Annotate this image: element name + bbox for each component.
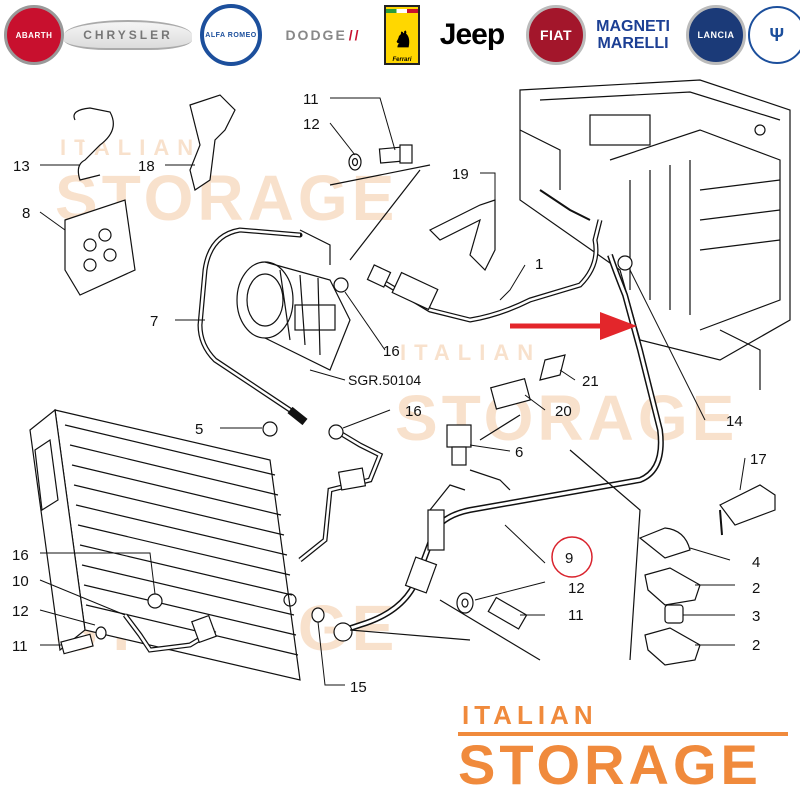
ferrari-logo: ♞ Ferrari — [384, 5, 420, 65]
nut-5 — [262, 421, 278, 437]
label-20: 20 — [555, 403, 572, 420]
brand-logo-bar: ABARTH CHRYSLER ALFA ROMEO DODGE// ♞ Fer… — [0, 0, 800, 70]
label-12-top: 12 — [303, 116, 320, 133]
bolt-11-mid — [487, 596, 528, 630]
italian-storage-logo: ITALIAN STORAGE — [450, 700, 795, 795]
hose-9 — [333, 254, 664, 642]
label-12-mid: 12 — [568, 580, 585, 597]
connector-20 — [489, 377, 531, 410]
label-18: 18 — [138, 158, 155, 175]
label-10: 10 — [12, 573, 29, 590]
abarth-logo: ABARTH — [4, 5, 64, 65]
discharge-hose — [298, 427, 384, 562]
label-19: 19 — [452, 166, 469, 183]
label-3: 3 — [752, 608, 760, 625]
label-11-mid: 11 — [568, 607, 584, 624]
logo-top-text: ITALIAN — [462, 700, 598, 730]
label-11-left: 11 — [12, 638, 28, 655]
prancing-horse-icon: ♞ — [392, 27, 412, 52]
magneti-marelli-logo: MAGNETI MARELLI — [596, 18, 670, 52]
label-1: 1 — [535, 256, 543, 273]
dodge-logo: DODGE// — [285, 27, 361, 43]
logo-divider — [458, 732, 788, 736]
watermark-top-1: ITALIAN — [60, 135, 201, 160]
label-16-top: 16 — [383, 343, 400, 360]
maserati-logo: Ψ — [748, 6, 800, 64]
label-16-mid: 16 — [405, 403, 422, 420]
o-ring-16-mid — [328, 424, 344, 440]
red-arrow — [510, 312, 637, 340]
label-15: 15 — [350, 679, 367, 696]
clamp-4 — [638, 527, 691, 559]
washer-12-left — [95, 626, 107, 640]
clamp-18 — [189, 94, 236, 191]
o-ring-14 — [617, 255, 633, 271]
o-ring-15 — [311, 607, 325, 623]
label-16-left: 16 — [12, 547, 29, 564]
alfa-romeo-logo: ALFA ROMEO — [200, 4, 262, 66]
washer-12-mid — [456, 592, 474, 614]
condenser — [29, 408, 301, 681]
bolt-11-top — [378, 144, 413, 164]
label-sgr-ref: SGR.50104 — [348, 372, 421, 388]
gasket-8 — [64, 199, 136, 296]
label-6: 6 — [515, 444, 523, 461]
support-2-bottom — [644, 627, 701, 666]
watermark-top-2: ITALIAN — [400, 340, 541, 365]
ac-hose-exploded-diagram: ITALIAN STORAGE ITALIAN STORAGE ITALIAN … — [12, 79, 791, 696]
clamp-13 — [73, 107, 114, 181]
label-7: 7 — [150, 313, 158, 330]
o-ring-16-left — [147, 593, 163, 609]
label-2-bottom: 2 — [752, 637, 760, 654]
label-11-top: 11 — [303, 91, 319, 108]
chrysler-logo: CHRYSLER — [62, 6, 194, 64]
label-9: 9 — [565, 550, 573, 567]
label-5: 5 — [195, 421, 203, 438]
o-ring-16-top — [333, 277, 349, 293]
lancia-logo: LANCIA — [686, 5, 746, 65]
trident-icon: Ψ — [769, 24, 785, 45]
label-13: 13 — [13, 158, 30, 175]
label-21: 21 — [582, 373, 599, 390]
bracket-19 — [428, 199, 496, 272]
fiat-logo: FIAT — [526, 5, 586, 65]
label-17: 17 — [750, 451, 767, 468]
label-12-left: 12 — [12, 603, 29, 620]
support-2-top — [644, 567, 701, 606]
evaporator-housing — [519, 79, 791, 390]
highlight-circle-9 — [551, 536, 593, 578]
logo-main-text: STORAGE — [458, 733, 762, 796]
label-14: 14 — [726, 413, 743, 430]
jeep-logo: Jeep — [439, 18, 505, 51]
spacer-3 — [664, 604, 684, 624]
label-2-top: 2 — [752, 580, 760, 597]
clip-21 — [539, 354, 566, 381]
label-4: 4 — [752, 554, 760, 571]
leader-lines — [39, 97, 746, 686]
compressor — [236, 261, 351, 371]
bracket-17 — [719, 484, 776, 526]
bolt-11-left — [60, 633, 94, 655]
pressure-switch-6 — [446, 424, 472, 466]
part-labels: 11 12 13 18 19 8 1 7 16 SGR.50104 21 5 1… — [12, 91, 767, 696]
label-8: 8 — [22, 205, 30, 222]
hose-1 — [366, 189, 603, 323]
washer-12-top — [348, 153, 362, 171]
